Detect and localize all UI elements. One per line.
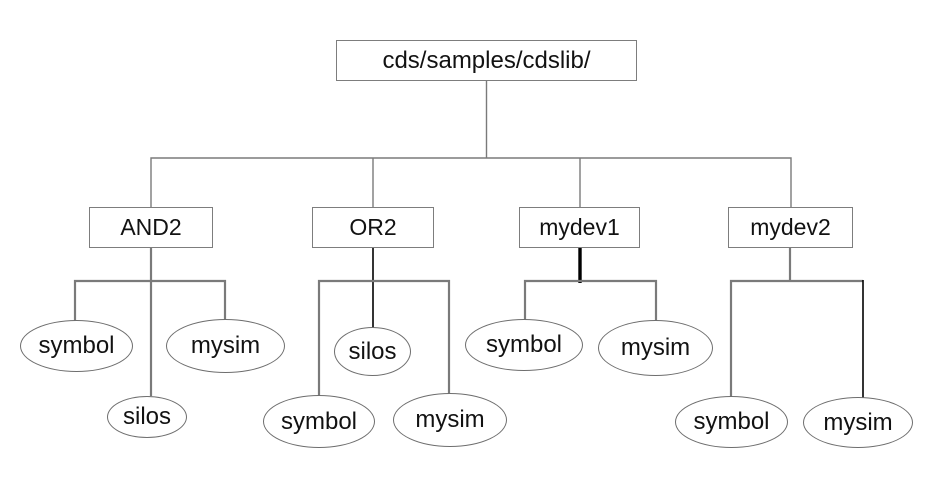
leaf-or2-silos: silos — [334, 327, 411, 376]
leaf-or2-mysim: mysim — [393, 393, 507, 447]
connector-or2-rail — [317, 279, 451, 396]
leaf-and2-silos: silos — [107, 396, 187, 438]
leaf-mydev2-mysim: mysim — [803, 397, 913, 448]
node-mydev2: mydev2 — [728, 207, 853, 248]
leaf-and2-mysim: mysim — [166, 319, 285, 373]
leaf-mydev1-mysim: mysim — [598, 320, 713, 376]
leaf-and2-symbol: symbol — [20, 320, 133, 372]
node-root-directory: cds/samples/cdslib/ — [336, 40, 637, 81]
connector-mydev1-rail — [523, 279, 658, 321]
connector-and2-rail — [73, 279, 227, 322]
leaf-or2-symbol: symbol — [263, 395, 375, 448]
node-mydev1: mydev1 — [519, 207, 640, 248]
node-or2: OR2 — [312, 207, 434, 248]
leaf-mydev1-symbol: symbol — [465, 319, 583, 371]
node-and2: AND2 — [89, 207, 213, 248]
connector-level1-rail — [150, 157, 792, 207]
connector-mydev2-rail — [729, 279, 863, 397]
leaf-mydev2-symbol: symbol — [675, 396, 788, 448]
